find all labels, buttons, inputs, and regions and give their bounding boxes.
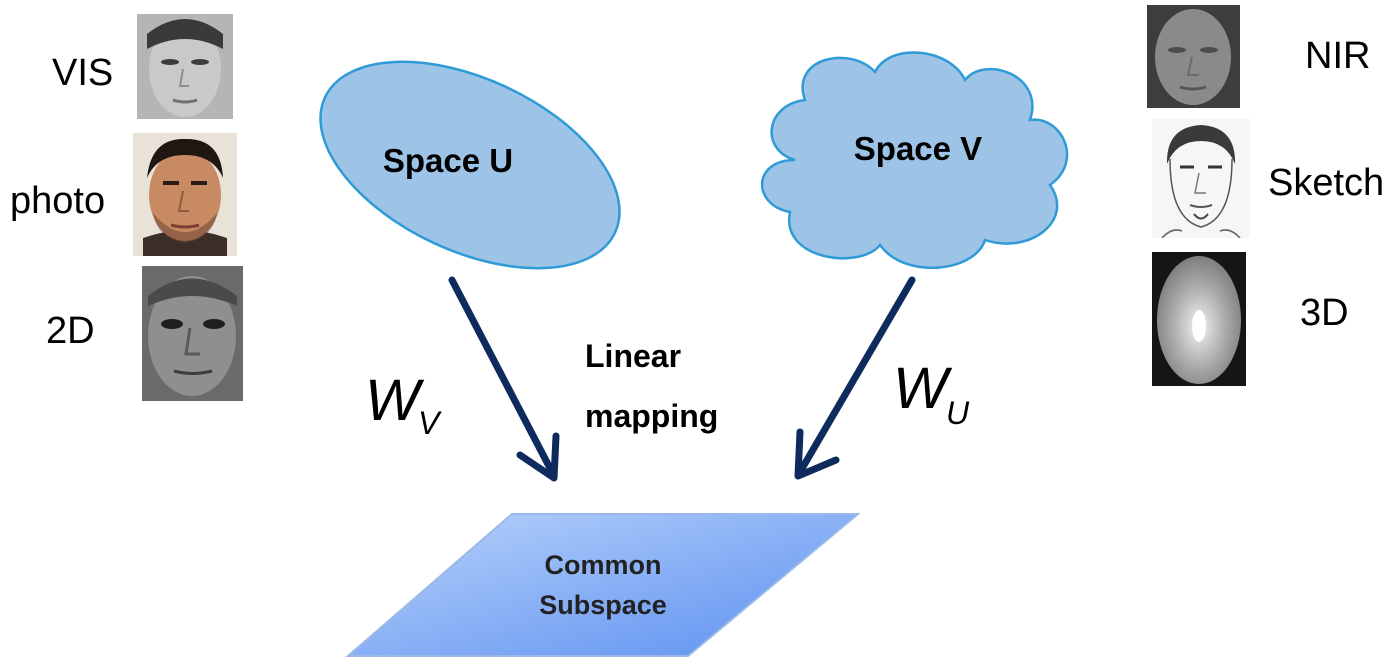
- label-photo: photo: [10, 180, 106, 222]
- common-subspace-line1: Common: [545, 550, 662, 580]
- label-nir: NIR: [1305, 35, 1371, 77]
- mapping-label-line2: mapping: [585, 398, 718, 434]
- arrow-from-space-v: [794, 276, 916, 480]
- space-v-label: Space V: [854, 130, 982, 167]
- weight-wu: W U: [893, 356, 970, 431]
- svg-text:W: W: [893, 356, 953, 421]
- label-vis: VIS: [52, 52, 114, 94]
- vis-face-icon: [137, 14, 233, 119]
- svg-text:V: V: [418, 405, 442, 441]
- 2d-face-icon: [142, 266, 243, 401]
- common-subspace-line2: Subspace: [539, 590, 667, 620]
- nir-face-icon: [1147, 5, 1240, 108]
- arrow-from-space-u: [448, 276, 560, 482]
- weight-wv: W V: [365, 368, 442, 441]
- svg-text:W: W: [365, 368, 425, 433]
- 3d-face-icon: [1152, 252, 1246, 386]
- common-subspace-shape: [345, 513, 861, 657]
- photo-face-icon: [133, 133, 237, 256]
- label-sketch: Sketch: [1268, 162, 1385, 204]
- sketch-face-icon: [1152, 119, 1250, 238]
- svg-text:U: U: [946, 395, 970, 431]
- label-3d: 3D: [1300, 292, 1349, 334]
- space-v-cloud: [760, 51, 1069, 270]
- space-u-ellipse: [319, 60, 621, 270]
- space-u-label: Space U: [383, 142, 513, 179]
- label-2d: 2D: [46, 310, 95, 352]
- mapping-label-line1: Linear: [585, 338, 681, 374]
